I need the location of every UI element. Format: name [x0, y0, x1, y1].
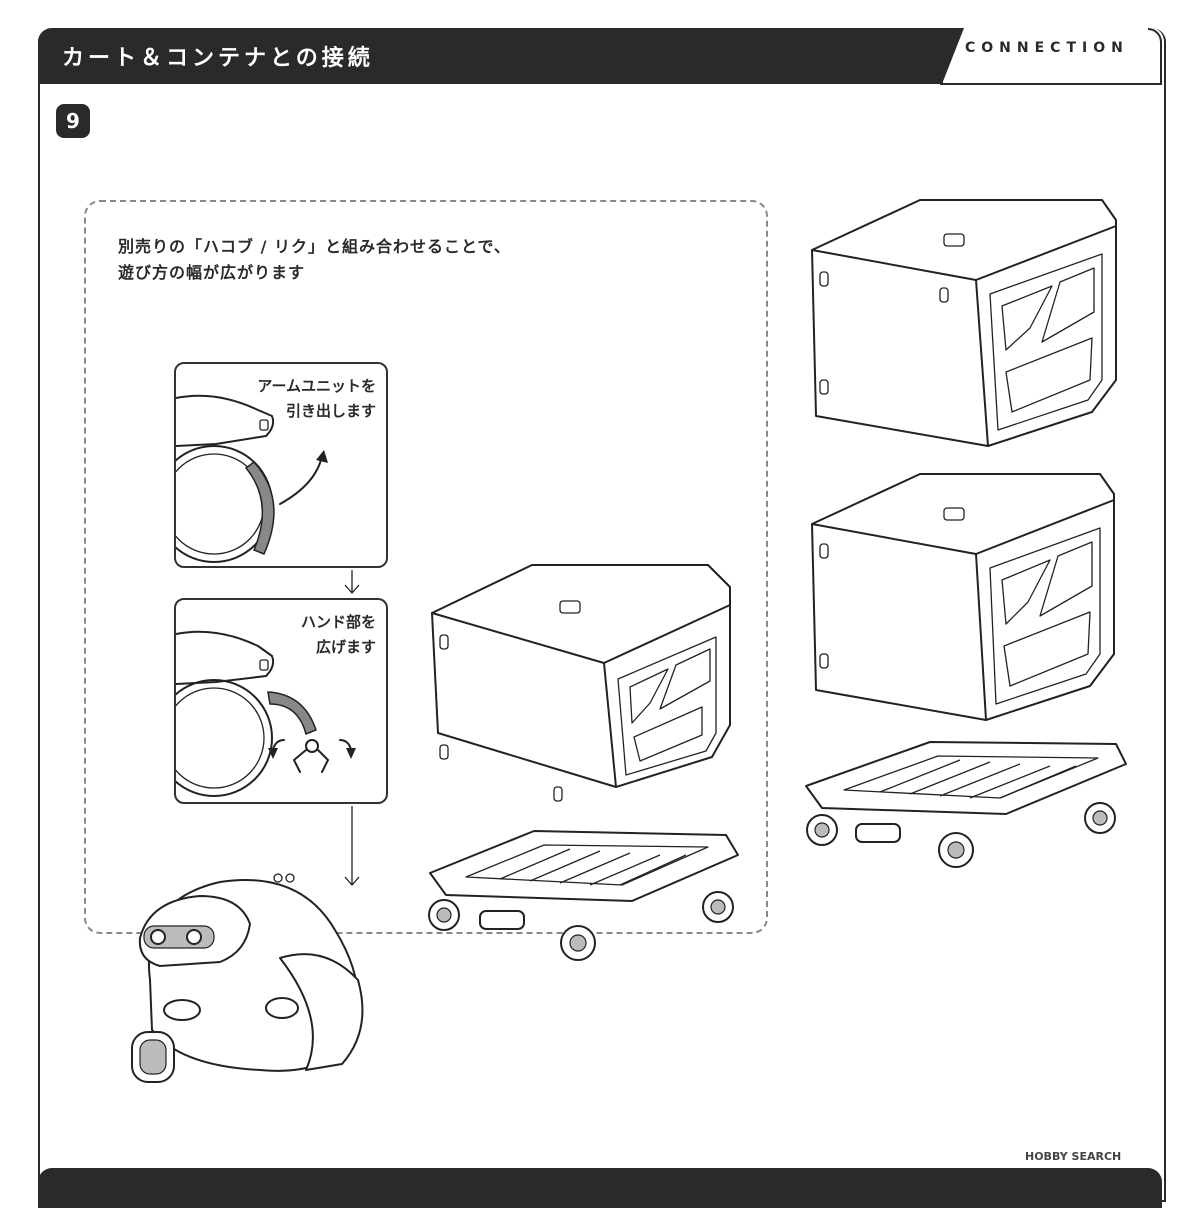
substep-1-caption: アームユニットを 引き出します: [257, 374, 376, 424]
down-arrow-1: [344, 570, 360, 594]
substep-1-line-1: アームユニットを: [257, 377, 376, 395]
substep-2-line-2: 広げます: [315, 638, 376, 656]
substep-1-line-2: 引き出します: [285, 402, 376, 420]
section-header-bar: [38, 28, 943, 84]
header-slant: [942, 28, 964, 84]
panel-text-line-1: 別売りの「ハコブ / リク」と組み合わせることで、: [118, 237, 511, 256]
substep-2-caption: ハンド部を 広げます: [301, 610, 376, 660]
substep-open-hand: ハンド部を 広げます: [174, 598, 388, 804]
section-subtitle: CONNECTION: [965, 40, 1129, 56]
panel-description: 別売りの「ハコブ / リク」と組み合わせることで、 遊び方の幅が広がります: [118, 234, 511, 286]
container-cart-stacked: [805, 473, 1127, 868]
watermark: HOBBY SEARCH: [1025, 1150, 1122, 1163]
next-section-bar: [38, 1168, 1162, 1208]
panel-text-line-2: 遊び方の幅が広がります: [118, 263, 306, 282]
step-number-badge: 9: [56, 104, 90, 138]
substep-pull-arm: アームユニットを 引き出します: [174, 362, 388, 568]
substep-2-line-1: ハンド部を: [300, 613, 376, 631]
header-divider: [940, 83, 1162, 85]
robot-illustration: [131, 873, 364, 1083]
container-cart-separated: [428, 564, 739, 961]
info-panel: [84, 200, 768, 934]
header-corner: [1148, 28, 1162, 84]
section-title: カート＆コンテナとの接続: [62, 46, 374, 71]
hand-open-illustration: [176, 630, 356, 797]
down-arrow-2: [344, 806, 360, 886]
arm-pull-illustration: [176, 394, 328, 563]
container-top: [811, 199, 1117, 447]
